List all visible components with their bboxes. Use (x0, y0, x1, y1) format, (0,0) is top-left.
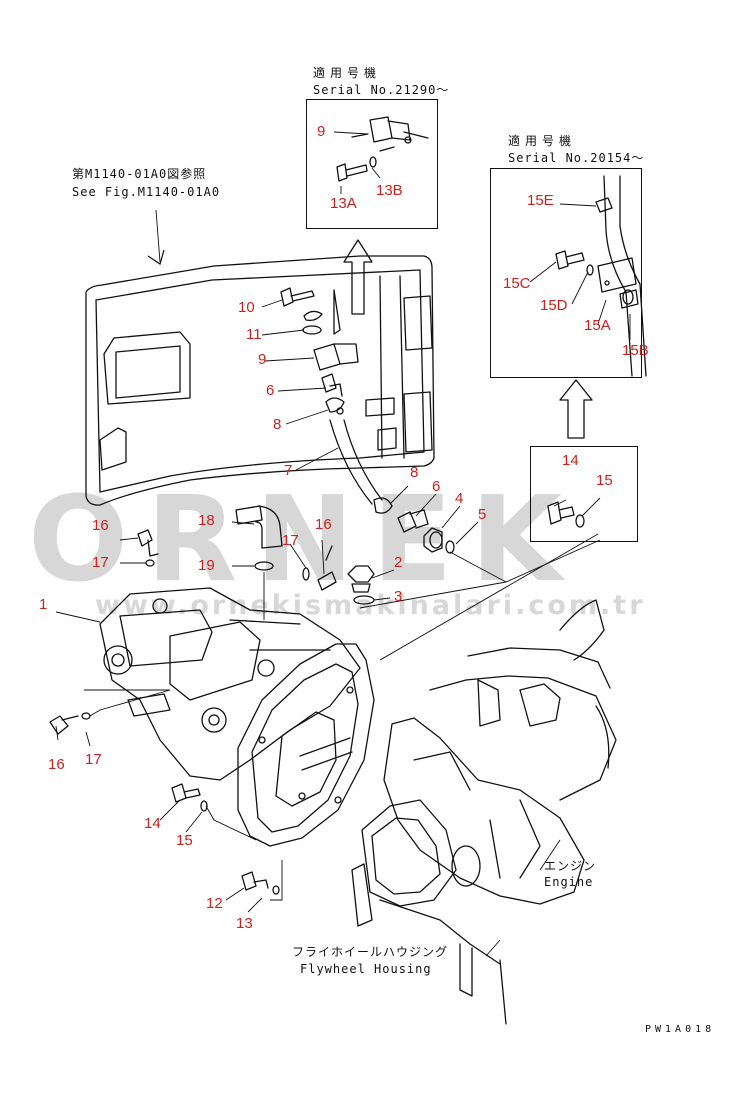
callout-4: 4 (455, 490, 464, 507)
callout-8-top: 8 (273, 416, 282, 433)
bolt-10 (280, 287, 315, 307)
bolt-13a-inset-a (336, 163, 368, 182)
inset-box-serial-20154 (490, 168, 642, 378)
reference-en: See Fig.M1140-01A0 (72, 185, 221, 199)
watermark-url: www.ornekismakinalari.com.tr (95, 590, 646, 621)
callout-16-left-bottom: 16 (48, 756, 65, 773)
watermark-brand: ORNEK (28, 470, 580, 608)
callout-3: 3 (394, 588, 403, 605)
callout-13a: 13A (330, 195, 357, 212)
drawing-code: PW1A018 (645, 1024, 716, 1035)
plug-2 (347, 565, 375, 593)
fitting-4 (423, 527, 443, 553)
flywheel-label-en: Flywheel Housing (300, 962, 432, 976)
callout-11: 11 (246, 326, 262, 343)
callout-16-left-top: 16 (92, 517, 109, 534)
reference-jp: 第M1140-01A0図参照 (72, 167, 207, 181)
callout-19: 19 (198, 557, 215, 574)
ring-11b (303, 310, 323, 322)
oring-11 (302, 325, 322, 335)
connector-6-bottom (397, 509, 429, 533)
clamp-8-bottom (373, 497, 393, 514)
clamp-8-top (325, 397, 345, 415)
callout-6-top: 6 (266, 382, 275, 399)
callout-9-inset: 9 (317, 123, 326, 140)
flywheel-label-jp: フライホイールハウジング (292, 945, 449, 959)
bracket-9-inset-a (369, 116, 429, 144)
callout-15b: 15B (622, 342, 649, 359)
bolt-12 (241, 871, 280, 895)
callout-7: 7 (284, 462, 293, 479)
callout-17-left-top: 17 (92, 554, 109, 571)
callout-12: 12 (206, 895, 223, 912)
bolt-15c-inset-b (555, 250, 594, 276)
callout-17-mid: 17 (282, 532, 299, 549)
callout-1: 1 (39, 596, 48, 613)
oring-5 (445, 540, 455, 554)
main-pump (99, 587, 361, 781)
arrow-up-b (559, 379, 593, 439)
callout-8-bottom: 8 (410, 464, 419, 481)
engine-label-jp: エンジン (544, 859, 597, 873)
inset-box-serial-21290 (306, 99, 438, 229)
callout-14: 14 (144, 815, 161, 832)
callout-15-inset: 15 (596, 472, 613, 489)
callout-5: 5 (478, 506, 487, 523)
serial-note-b: Serial No.20154～ (508, 151, 645, 165)
callout-15c: 15C (503, 275, 531, 292)
bolt-14-lower (171, 783, 208, 812)
callout-15e: 15E (527, 192, 554, 209)
bolt-14-inset-c (547, 501, 585, 528)
oring-3 (353, 595, 375, 605)
elbow-16-mid (317, 545, 337, 591)
callout-2: 2 (394, 554, 403, 571)
callout-6-bottom: 6 (432, 478, 441, 495)
oring-17-mid (302, 567, 310, 581)
bracket-9 (313, 343, 359, 371)
callout-17-left-bottom: 17 (85, 751, 102, 768)
elbow-6-top (321, 373, 343, 397)
washer-13b (369, 156, 377, 168)
engine-label-en: Engine (544, 875, 594, 889)
elbow-18 (235, 505, 283, 549)
callout-15a: 15A (584, 317, 611, 334)
applicable-jp-b: 適用号機 (508, 134, 577, 148)
oring-19 (254, 561, 274, 571)
serial-note-a: Serial No.21290～ (313, 83, 450, 97)
callout-16-mid: 16 (315, 516, 332, 533)
callout-15d: 15D (540, 297, 568, 314)
pump-cover (85, 255, 435, 506)
pipe-inset-b (595, 175, 647, 377)
arrow-up-a (343, 239, 373, 315)
elbow-16-left-bottom (49, 712, 91, 735)
callout-10: 10 (238, 299, 255, 316)
callout-9: 9 (258, 351, 267, 368)
callout-14-inset: 14 (562, 452, 579, 469)
callout-13b: 13B (376, 182, 403, 199)
pump-flange (237, 643, 375, 847)
applicable-jp-a: 適用号機 (313, 66, 382, 80)
hose-7 (329, 419, 383, 505)
elbow-16-left-top (137, 529, 159, 557)
engine (351, 599, 617, 1025)
callout-18: 18 (198, 512, 215, 529)
inset-box-bolt-washer (530, 446, 638, 542)
oring-17-left-top (145, 559, 155, 567)
callout-15: 15 (176, 832, 193, 849)
callout-13: 13 (236, 915, 253, 932)
